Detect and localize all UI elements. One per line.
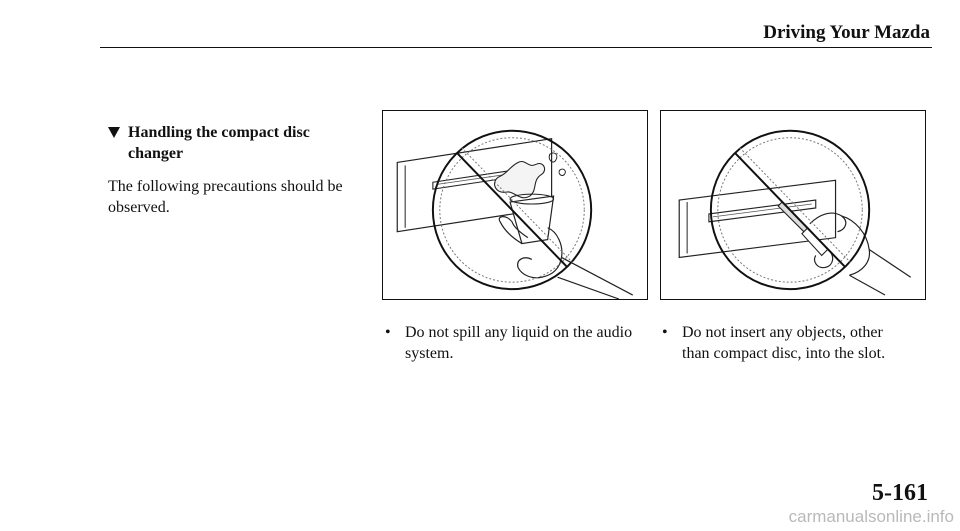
figure-no-foreign-object [660,110,926,300]
header-rule [100,47,932,48]
intro-line-2: observed. [108,199,170,216]
bullet: • [662,324,668,341]
running-header-title: Driving Your Mazda [763,22,930,43]
down-triangle-icon [108,127,120,138]
caption-no-liquid: • Do not spill any liquid on the audio s… [385,322,645,364]
intro-line-1: The following precautions should be [108,178,343,195]
section-heading: Handling the compact disc changer [108,122,348,164]
bullet: • [385,324,391,341]
no-liquid-spill-icon [396,129,634,299]
caption-no-foreign-object: • Do not insert any objects, other than … [662,322,922,364]
section-heading-line-2: changer [128,145,184,162]
figure-no-liquid [382,110,648,300]
no-foreign-object-insert-icon [678,129,912,296]
intro-paragraph: The following precautions should be obse… [108,176,358,218]
caption-line-1: Do not insert any objects, other [682,324,883,341]
caption-line-2: system. [405,345,454,362]
watermark: carmanualsonline.info [788,507,954,526]
page-number: 5-161 [872,480,928,506]
section-heading-line-1: Handling the compact disc [128,124,310,141]
caption-line-1: Do not spill any liquid on the audio [405,324,633,341]
caption-line-2: than compact disc, into the slot. [682,345,886,362]
